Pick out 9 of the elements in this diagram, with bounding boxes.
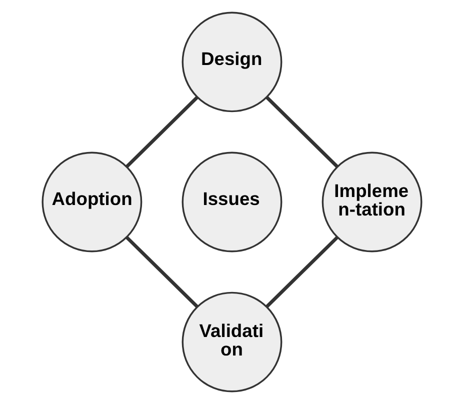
node-circle: Impleme n-tation [321, 152, 422, 252]
node-circle: Issues [181, 152, 282, 252]
connector [124, 236, 198, 308]
node-circle: Validati on [181, 292, 282, 392]
node-circle: Design [181, 12, 282, 112]
connector [264, 96, 338, 168]
connector [124, 96, 198, 168]
node-circle: Adoption [41, 152, 142, 252]
connector [265, 236, 338, 308]
